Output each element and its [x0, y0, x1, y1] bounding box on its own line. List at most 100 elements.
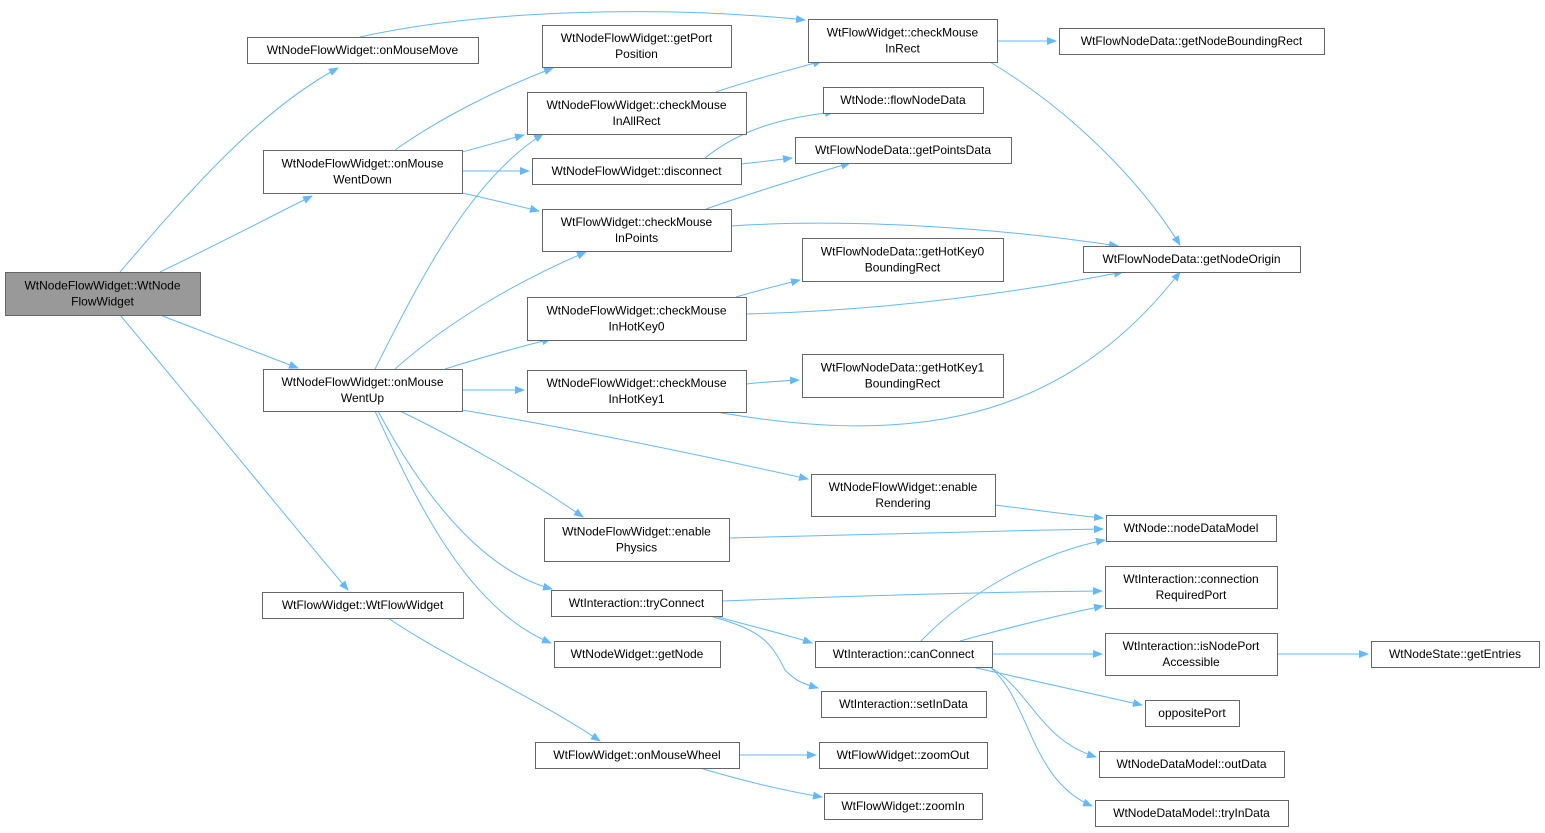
- node-box[interactable]: [554, 641, 721, 668]
- node-box[interactable]: [1371, 641, 1540, 668]
- edge-checkMouseInHotKey1-to-getNodeOrigin: [715, 271, 1181, 427]
- edge-enablePhysics-to-nodeDataModel: [728, 525, 1104, 539]
- node-label: WtFlowNodeData::getNodeBoundingRect: [1081, 34, 1303, 48]
- node-box[interactable]: [544, 518, 730, 562]
- node-label: WtNodeState::getEntries: [1389, 647, 1521, 661]
- node-box[interactable]: [262, 592, 464, 619]
- node-oppositePort[interactable]: oppositePort: [1145, 700, 1240, 727]
- node-box[interactable]: [795, 137, 1012, 164]
- node-disconnect[interactable]: WtNodeFlowWidget::disconnect: [532, 158, 742, 185]
- edge-onMouseWentUp-to-checkMouseInPoints: [394, 251, 587, 370]
- edge-root-to-WtFlowWidgetCtor: [119, 314, 349, 591]
- node-zoomIn[interactable]: WtFlowWidget::zoomIn: [824, 793, 983, 820]
- node-getNodeBoundingRect[interactable]: WtFlowNodeData::getNodeBoundingRect: [1059, 28, 1325, 55]
- edge-canConnect-to-nodeDataModel: [920, 537, 1106, 642]
- node-flowNodeData[interactable]: WtNode::flowNodeData: [823, 87, 984, 114]
- node-label: WtNodeFlowWidget::checkMouse: [546, 98, 726, 112]
- edge-canConnect-to-connectionRequiredPort: [959, 603, 1104, 642]
- node-zoomOut[interactable]: WtFlowWidget::zoomOut: [819, 742, 988, 769]
- edge-WtFlowWidgetCtor-to-onMouseWheel: [387, 617, 601, 742]
- node-box[interactable]: [263, 150, 463, 194]
- edge-tryConnect-to-setInData: [709, 615, 819, 690]
- edge-checkMouseInPoints-to-getNodeOrigin: [730, 222, 1119, 249]
- node-box[interactable]: [1083, 246, 1301, 273]
- node-box[interactable]: [808, 19, 998, 63]
- node-box[interactable]: [802, 238, 1004, 282]
- node-box[interactable]: [1105, 633, 1278, 676]
- node-WtFlowWidgetCtor[interactable]: WtFlowWidget::WtFlowWidget: [262, 592, 464, 619]
- node-tryInData[interactable]: WtNodeDataModel::tryInData: [1095, 800, 1289, 827]
- node-root[interactable]: WtNodeFlowWidget::WtNodeFlowWidget: [5, 272, 201, 316]
- node-box[interactable]: [819, 742, 988, 769]
- edge-onMouseWentUp-to-checkMouseInAllRect: [374, 133, 544, 370]
- node-canConnect[interactable]: WtInteraction::canConnect: [815, 641, 993, 668]
- node-box[interactable]: [551, 590, 723, 617]
- node-label: WtFlowNodeData::getNodeOrigin: [1102, 252, 1280, 266]
- node-label: WtInteraction::connection: [1123, 572, 1258, 586]
- node-label: WtNodeDataModel::tryInData: [1113, 806, 1270, 820]
- node-box[interactable]: [1145, 700, 1240, 727]
- node-label: WtFlowNodeData::getHotKey1: [821, 361, 985, 375]
- node-box[interactable]: [811, 474, 996, 517]
- edge-onMouseWheel-to-zoomIn: [699, 767, 823, 800]
- edge-checkMouseInHotKey0-to-getNodeOrigin: [745, 269, 1124, 315]
- node-box[interactable]: [1095, 800, 1289, 827]
- node-getEntries[interactable]: WtNodeState::getEntries: [1371, 641, 1540, 668]
- node-box[interactable]: [815, 641, 993, 668]
- node-outData[interactable]: WtNodeDataModel::outData: [1099, 751, 1285, 778]
- edge-onMouseWentUp-to-enableRendering: [461, 409, 809, 481]
- node-label: WtNodeFlowWidget::checkMouse: [546, 304, 726, 318]
- node-label: InPoints: [615, 231, 658, 245]
- node-box[interactable]: [1106, 515, 1277, 542]
- node-nodeDataModel[interactable]: WtNode::nodeDataModel: [1106, 515, 1277, 542]
- node-setInData[interactable]: WtInteraction::setInData: [821, 691, 987, 718]
- edge-onMouseWentDown-to-checkMouseInAllRect: [461, 133, 525, 153]
- node-box[interactable]: [527, 370, 747, 413]
- node-box[interactable]: [1105, 566, 1278, 609]
- edge-onMouseWentUp-to-tryConnect: [377, 410, 553, 591]
- node-getNode[interactable]: WtNodeWidget::getNode: [554, 641, 721, 668]
- node-box[interactable]: [535, 742, 740, 769]
- node-label: WtNodeFlowWidget::disconnect: [551, 164, 722, 178]
- edge-root-to-onMouseWentUp: [159, 314, 299, 369]
- node-box[interactable]: [542, 209, 732, 252]
- node-tryConnect[interactable]: WtInteraction::tryConnect: [551, 590, 723, 617]
- node-getNodeOrigin[interactable]: WtFlowNodeData::getNodeOrigin: [1083, 246, 1301, 273]
- node-onMouseWheel[interactable]: WtFlowWidget::onMouseWheel: [535, 742, 740, 769]
- node-box[interactable]: [527, 92, 747, 135]
- node-box[interactable]: [824, 793, 983, 820]
- node-box[interactable]: [5, 272, 201, 316]
- edge-root-to-onMouseWentDown: [159, 195, 313, 273]
- node-box[interactable]: [821, 691, 987, 718]
- edge-disconnect-to-getPointsData: [740, 155, 793, 165]
- node-box[interactable]: [802, 354, 1004, 398]
- node-label: Accessible: [1162, 655, 1220, 669]
- node-box[interactable]: [263, 369, 463, 412]
- node-box[interactable]: [1059, 28, 1325, 55]
- node-label: WtInteraction::setInData: [839, 697, 968, 711]
- node-box[interactable]: [823, 87, 984, 114]
- node-getPointsData[interactable]: WtFlowNodeData::getPointsData: [795, 137, 1012, 164]
- edge-onMouseWentUp-to-getNode: [374, 410, 552, 644]
- node-box[interactable]: [247, 37, 479, 64]
- node-box[interactable]: [542, 25, 732, 68]
- node-onMouseMove[interactable]: WtNodeFlowWidget::onMouseMove: [247, 37, 479, 64]
- node-label: WtNode::flowNodeData: [840, 93, 966, 107]
- node-box[interactable]: [532, 158, 742, 185]
- node-box[interactable]: [527, 297, 747, 341]
- node-box[interactable]: [1099, 751, 1285, 778]
